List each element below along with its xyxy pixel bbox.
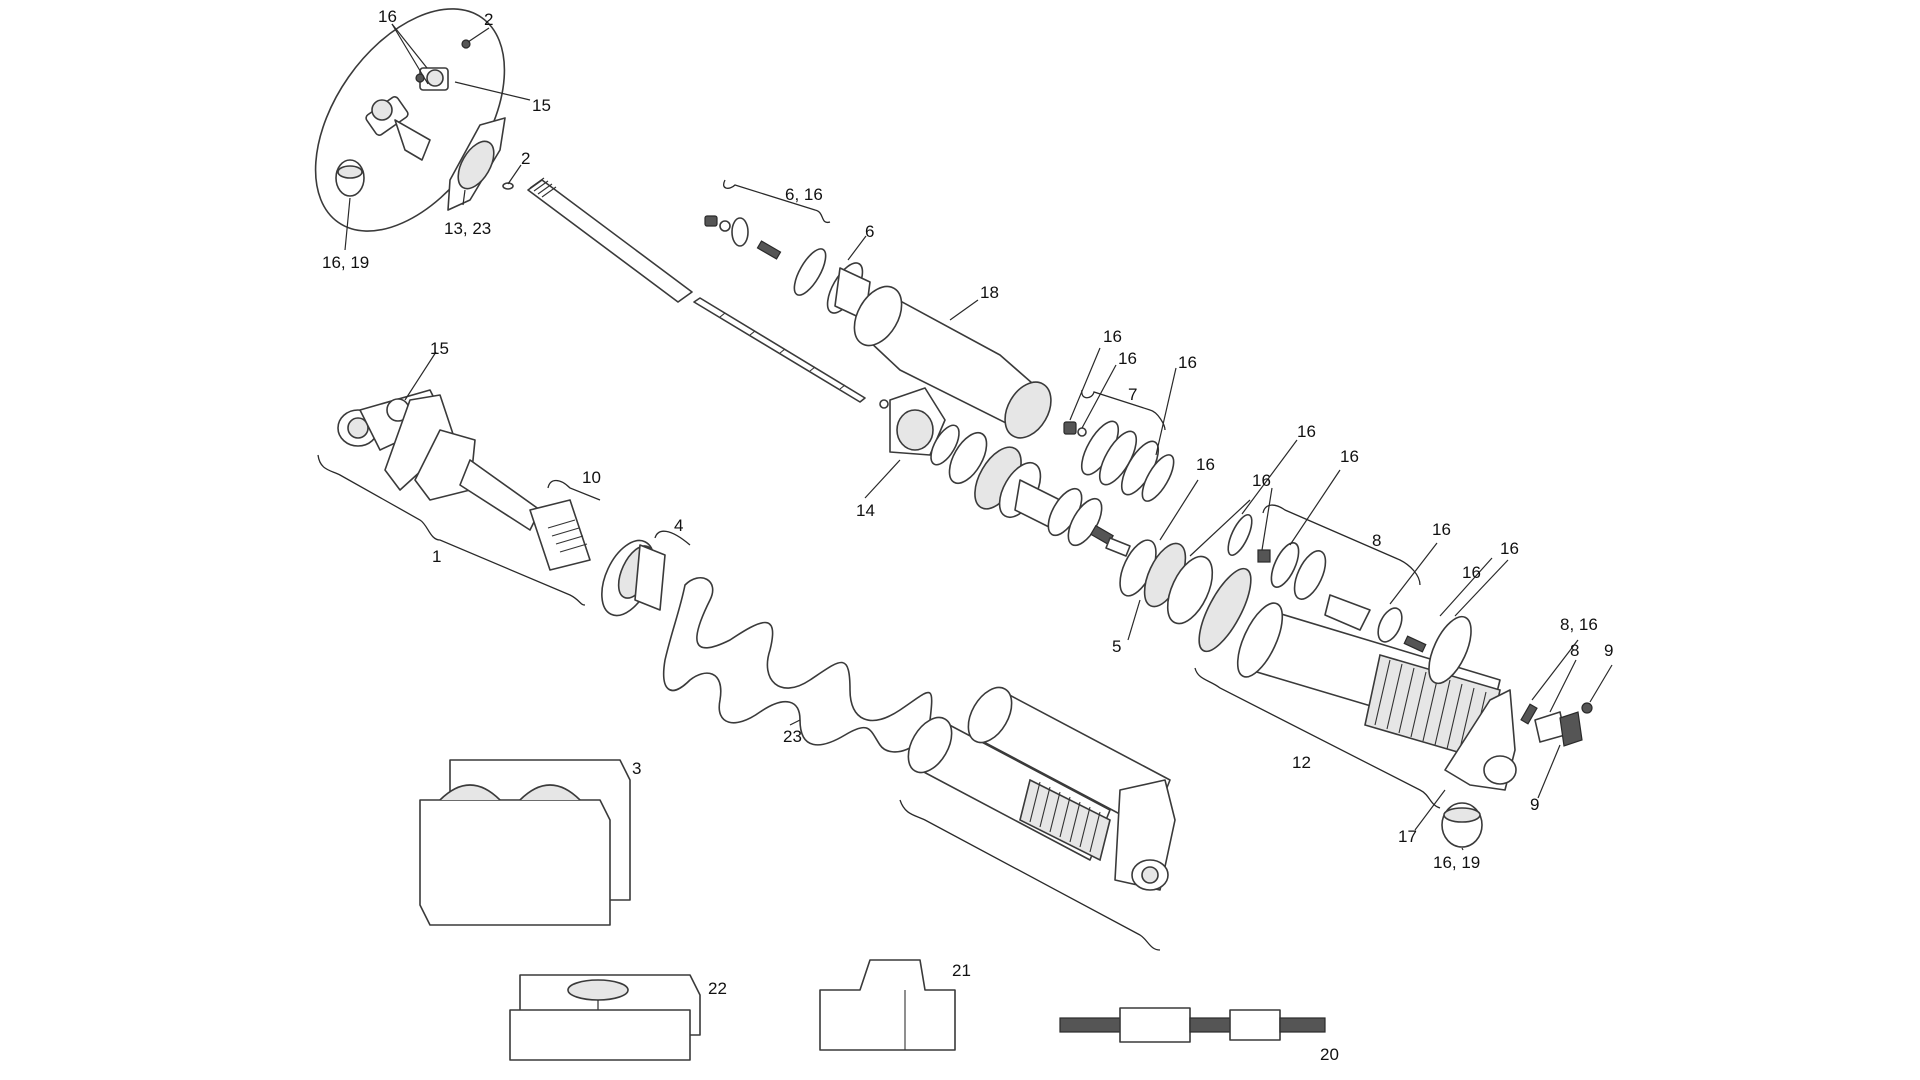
callout-label: 7 [1128, 385, 1137, 404]
callout-label: 16 [1340, 447, 1359, 466]
callout-label: 4 [674, 516, 683, 535]
callout-label: 16, 19 [322, 253, 369, 272]
callout-label: 16 [1118, 349, 1137, 368]
group-brackets [317, 179, 1441, 951]
piston-stack-center [930, 424, 1131, 557]
callout-label: 16 [1103, 327, 1122, 346]
leader-lines [344, 23, 1613, 851]
callout-label: 8 [1570, 641, 1579, 660]
callout-label: 6 [865, 222, 874, 241]
callout-label: 6, 16 [785, 185, 823, 204]
callout-label: 12 [1292, 753, 1311, 772]
spring-23 [663, 576, 933, 753]
callout-label: 15 [430, 339, 449, 358]
callout-label: 9 [1604, 641, 1613, 660]
callout-label: 16 [378, 7, 397, 26]
callout-label: 2 [521, 149, 530, 168]
callout-label: 16 [1462, 563, 1481, 582]
tool-3 [419, 759, 631, 926]
eyelet-assembly-1 [337, 389, 591, 571]
spring-seat-4 [601, 539, 666, 617]
callout-label: 16 [1500, 539, 1519, 558]
needle-rod [693, 297, 889, 409]
bushing-right [1441, 802, 1483, 848]
callout-label: 22 [708, 979, 727, 998]
tool-21 [819, 959, 956, 1051]
callout-label: 5 [1112, 637, 1121, 656]
ring-set-7 [1063, 420, 1175, 502]
callout-label: 17 [1398, 827, 1417, 846]
cap-14 [889, 387, 946, 456]
callout-label: 8, 16 [1560, 615, 1598, 634]
callout-label: 3 [632, 759, 641, 778]
canister-18 [853, 285, 1052, 439]
callout-label: 21 [952, 961, 971, 980]
callout-label: 16 [1178, 353, 1197, 372]
valve-group-6-16 [704, 215, 871, 321]
callout-label: 14 [856, 501, 875, 520]
callout-label: 16 [1196, 455, 1215, 474]
shock-shaft [502, 177, 693, 303]
knob-group-8-9 [1520, 702, 1593, 747]
callout-label: 16 [1252, 471, 1271, 490]
callout-label: 23 [783, 727, 802, 746]
mount-plate [447, 117, 506, 211]
callout-label: 2 [484, 10, 493, 29]
callout-label: 10 [582, 468, 601, 487]
tool-20 [1059, 1007, 1326, 1043]
callout-label: 16 [1432, 520, 1451, 539]
valve-group-5 [1119, 539, 1214, 625]
callout-label: 9 [1530, 795, 1539, 814]
callout-label: 13, 23 [444, 219, 491, 238]
adjuster-group-8 [1227, 513, 1472, 685]
callout-label: 20 [1320, 1045, 1339, 1064]
callout-label: 16, 19 [1433, 853, 1480, 872]
body-12 [1198, 567, 1517, 791]
callout-label: 15 [532, 96, 551, 115]
assembled-shock [907, 686, 1176, 891]
callout-label: 16 [1297, 422, 1316, 441]
callout-label: 1 [432, 547, 441, 566]
callout-labels: 16 2 15 2 13, 23 16, 19 6, 16 6 18 16 16… [322, 7, 1613, 1064]
callout-label: 18 [980, 283, 999, 302]
tool-22 [509, 974, 701, 1061]
callout-label: 8 [1372, 531, 1381, 550]
